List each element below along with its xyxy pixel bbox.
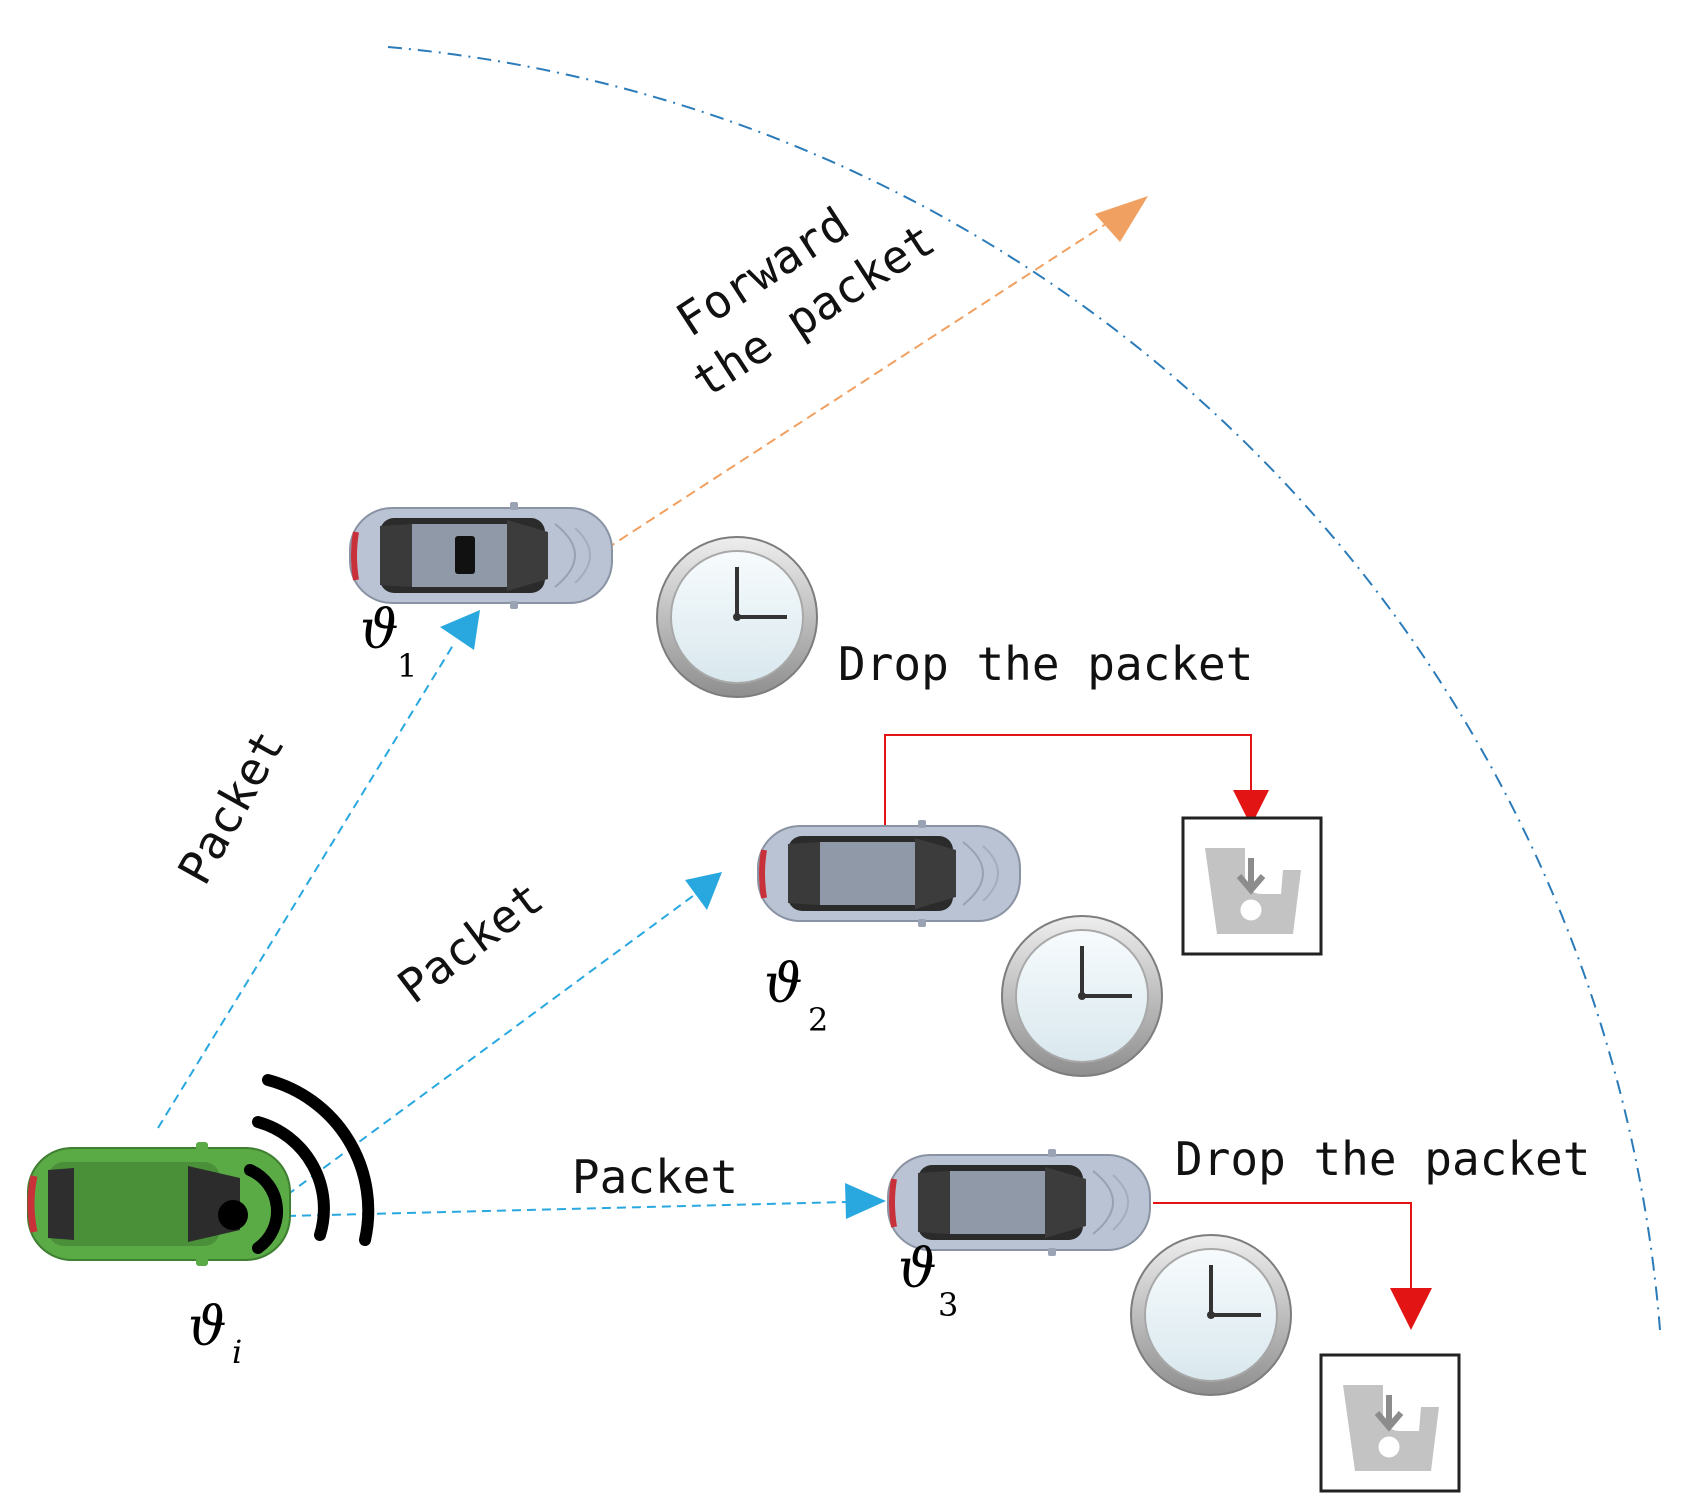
vehicle-1-sunroof — [455, 536, 475, 574]
packet-label-3: Packet — [572, 1150, 738, 1204]
drop-arrow-v2 — [884, 734, 1269, 826]
packet-arrow-to-v3 — [286, 1183, 886, 1219]
forward-arrow — [605, 196, 1148, 550]
vehicle-2 — [758, 820, 1020, 927]
packet-label-1: Packet — [167, 721, 295, 893]
vehicle-label-1: ϑ 1 — [360, 598, 417, 685]
forward-label: Forward the packet — [650, 162, 944, 408]
svg-text:2: 2 — [808, 1001, 828, 1039]
trash-bin-icon — [1321, 1355, 1459, 1491]
vehicle-label-3: ϑ 3 — [898, 1237, 958, 1324]
communication-range-arc — [387, 46, 1661, 1331]
vehicle-label-2: ϑ 2 — [764, 952, 828, 1039]
svg-text:1: 1 — [397, 647, 417, 685]
clock-icon — [1000, 914, 1164, 1078]
svg-text:ϑ: ϑ — [188, 1295, 227, 1358]
packet-arrow-to-v2 — [286, 872, 722, 1196]
vehicle-label-source: ϑ i — [188, 1295, 242, 1371]
trash-bin-icon — [1183, 818, 1321, 954]
drop-arrow-v3 — [1153, 1202, 1432, 1330]
wireless-signal-icon — [218, 1074, 375, 1254]
clock-icon — [1129, 1233, 1293, 1397]
svg-text:i: i — [232, 1333, 242, 1371]
drop-label-1: Drop the packet — [838, 637, 1253, 691]
svg-text:3: 3 — [938, 1286, 958, 1324]
source-vehicle — [27, 1142, 291, 1266]
vehicle-1 — [350, 502, 612, 609]
svg-text:ϑ: ϑ — [764, 952, 803, 1015]
drop-label-2: Drop the packet — [1175, 1132, 1590, 1186]
svg-text:ϑ: ϑ — [898, 1237, 937, 1300]
packet-arrow-to-v1 — [157, 610, 480, 1129]
packet-label-2: Packet — [388, 871, 553, 1014]
svg-text:ϑ: ϑ — [360, 598, 399, 661]
clock-icon — [655, 535, 819, 699]
